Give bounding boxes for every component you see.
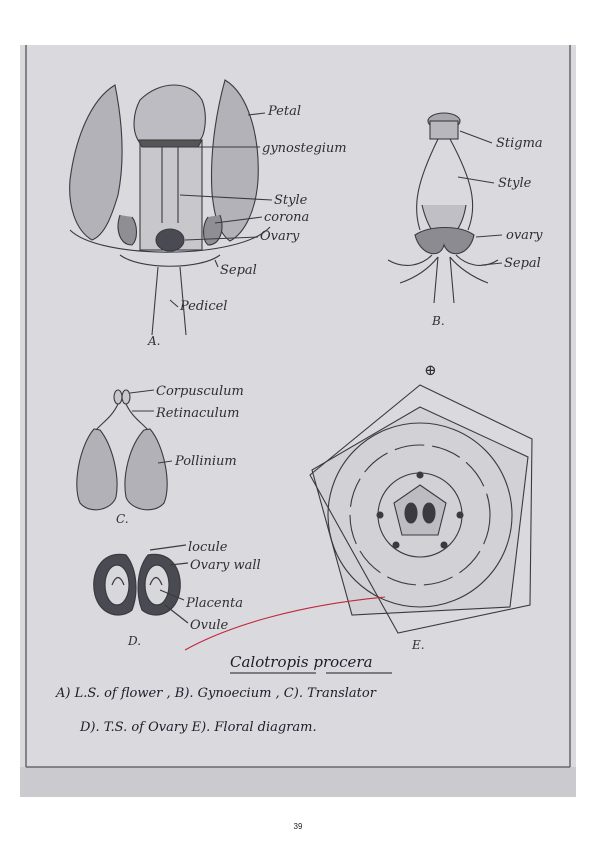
ovary-b	[414, 227, 475, 255]
corona-left	[117, 214, 138, 246]
label-corona: corona	[264, 210, 309, 225]
label-gynostegium: gynostegium	[262, 141, 347, 156]
label-style-a: Style	[274, 193, 308, 208]
carpel-left	[404, 502, 418, 524]
leader-pollinium	[157, 460, 173, 464]
label-locule: locule	[188, 540, 228, 555]
label-ovule: Ovule	[190, 618, 229, 633]
ovary-a	[155, 228, 185, 252]
sepal-b-lower	[399, 256, 489, 284]
label-sepal-a: Sepal	[220, 263, 257, 278]
pedicel-b	[433, 256, 455, 304]
receptacle	[119, 254, 221, 267]
gynostegium-top	[137, 139, 203, 148]
leader-corona	[214, 216, 263, 224]
label-petal: Petal	[267, 104, 301, 119]
label-pedicel: Pedicel	[179, 299, 227, 314]
sepal-b	[387, 254, 499, 266]
leader-sepal	[214, 259, 219, 268]
notebook-photo: Petal gynostegium Style corona Ovary Sep…	[20, 45, 576, 797]
paper-bottom-shadow	[20, 767, 576, 797]
panel-b-label: B.	[431, 314, 445, 328]
panel-b-gynoecium	[387, 112, 503, 304]
panel-a-flower-ls	[69, 79, 273, 336]
panel-d-ovary-ts	[93, 544, 189, 624]
locule-left	[104, 564, 130, 606]
botany-drawing: Petal gynostegium Style corona Ovary Sep…	[20, 45, 576, 797]
panel-d-label: D.	[127, 634, 141, 648]
retinaculum	[95, 403, 149, 431]
anther-dot-2	[456, 511, 464, 519]
leader-sepal-b	[481, 262, 503, 266]
panel-c-translator	[76, 389, 173, 511]
figure-title: Calotropis procera	[230, 653, 373, 671]
carpel-right	[422, 502, 436, 524]
pollinium-left	[76, 428, 118, 511]
corpusculum-left	[113, 389, 123, 405]
pedicel	[151, 266, 187, 336]
leader-petal	[247, 112, 266, 116]
panel-a-label: A.	[147, 334, 160, 348]
red-pen-line	[184, 596, 386, 651]
label-stigma: Stigma	[496, 136, 543, 151]
leader-corpusculum	[129, 389, 155, 394]
petal-back	[133, 84, 206, 141]
corona-whorl	[349, 444, 491, 586]
corpusculum-right	[121, 389, 131, 405]
anther-dot-4	[392, 541, 400, 549]
leader-pedicel	[169, 299, 179, 308]
label-retinaculum: Retinaculum	[155, 406, 240, 421]
leader-style-b	[457, 176, 495, 184]
leader-ovary-b	[475, 234, 503, 238]
leader-ovary-wall	[169, 562, 189, 566]
label-pollinium: Pollinium	[174, 454, 237, 469]
actinomorphic-symbol: ⊕	[424, 361, 437, 379]
leader-ovary	[184, 236, 259, 241]
anther-dot-5	[440, 541, 448, 549]
petal-whorl	[327, 422, 513, 608]
style-a	[161, 147, 179, 223]
label-sepal-b: Sepal	[504, 256, 541, 271]
legend-line-2: D). T.S. of Ovary E). Floral diagram.	[79, 720, 317, 735]
placenta-d	[111, 576, 163, 586]
stigma-head	[429, 120, 459, 140]
floral-sepal-whorl	[309, 384, 533, 634]
page-number: 39	[293, 822, 303, 831]
panel-e-floral-diagram	[309, 384, 533, 634]
label-ovary-wall: Ovary wall	[190, 558, 261, 573]
anther-dot-1	[376, 511, 384, 519]
locule-right	[144, 564, 170, 606]
petal-right	[210, 79, 259, 242]
label-style-b: Style	[498, 176, 532, 191]
label-placenta: Placenta	[185, 596, 243, 611]
sepal-a	[69, 226, 271, 253]
leader-placenta	[159, 589, 185, 601]
label-ovary-a: Ovary	[260, 229, 300, 244]
petal-left	[69, 84, 123, 241]
legend-line-1: A) L.S. of flower , B). Gynoecium , C). …	[55, 686, 377, 701]
leader-style	[179, 194, 273, 201]
leader-ovule	[164, 604, 189, 624]
leader-locule	[149, 544, 187, 551]
label-corpusculum: Corpusculum	[156, 384, 244, 399]
anther-dot-3	[416, 471, 424, 479]
stigma-pentagon	[393, 484, 447, 536]
panel-e-label: E.	[411, 638, 425, 652]
panel-c-label: C.	[116, 512, 129, 526]
leader-stigma	[459, 130, 493, 144]
style-b	[416, 138, 474, 231]
label-ovary-b: ovary	[506, 228, 543, 243]
